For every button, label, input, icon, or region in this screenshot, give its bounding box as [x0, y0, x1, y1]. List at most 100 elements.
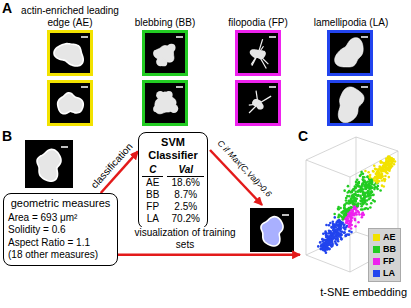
data-point — [367, 185, 370, 188]
data-point — [329, 236, 332, 239]
micrograph-ground — [250, 208, 294, 252]
data-point — [340, 238, 343, 241]
class-frame — [237, 82, 280, 125]
data-point — [325, 224, 328, 227]
data-point — [372, 170, 375, 173]
cell — [58, 93, 84, 114]
cell — [54, 44, 83, 66]
micrograph-ground — [235, 80, 281, 126]
micrograph-ground — [47, 30, 93, 76]
data-point — [367, 208, 370, 211]
data-point — [358, 185, 361, 188]
data-point — [385, 171, 388, 174]
data-point — [336, 244, 339, 247]
data-point — [347, 185, 350, 188]
data-point — [352, 189, 355, 192]
data-point — [338, 213, 341, 216]
cell — [37, 149, 61, 181]
arrow-label: C if Max(C,Val)>0.6 — [214, 138, 273, 200]
data-point — [328, 224, 331, 227]
data-point — [350, 206, 353, 209]
data-point — [370, 191, 373, 194]
micrograph-ground — [47, 80, 93, 126]
data-point — [336, 224, 339, 227]
legend-row: AE — [373, 231, 396, 243]
micrograph-ground — [327, 80, 373, 126]
data-point — [345, 199, 348, 202]
panel-letter: B — [2, 128, 12, 144]
data-point — [321, 243, 324, 246]
data-point — [343, 204, 346, 207]
data-point — [320, 248, 323, 251]
data-point — [359, 200, 362, 203]
data-point — [336, 229, 339, 232]
data-point — [360, 208, 363, 211]
data-point — [350, 206, 353, 209]
data-point — [343, 209, 346, 212]
data-point — [346, 208, 349, 211]
data-point — [339, 227, 342, 230]
box-heading: geometric measures — [8, 197, 113, 210]
axis-line — [306, 232, 356, 255]
data-point — [388, 160, 391, 163]
data-point — [325, 241, 328, 244]
data-point — [334, 240, 337, 243]
data-point — [354, 197, 357, 200]
data-point — [379, 166, 382, 169]
data-point — [347, 208, 350, 211]
data-point — [345, 213, 348, 216]
data-point — [385, 157, 388, 160]
data-point — [321, 244, 324, 247]
panel-letter: A — [2, 0, 12, 16]
micrograph-ground — [142, 30, 188, 76]
data-point — [361, 214, 364, 217]
bleb — [170, 104, 179, 113]
table-cell: FP — [142, 201, 163, 213]
data-point — [380, 176, 383, 179]
class-frame — [237, 32, 280, 75]
data-point — [348, 195, 351, 198]
data-point — [371, 186, 374, 189]
class-caption: filopodia (FP) — [210, 2, 306, 28]
data-point — [350, 217, 353, 220]
data-point — [332, 229, 335, 232]
cell — [153, 91, 178, 114]
micrograph — [142, 80, 188, 126]
data-point — [362, 172, 365, 175]
data-point — [356, 179, 359, 182]
data-point — [320, 248, 323, 251]
data-point — [348, 226, 351, 229]
data-point — [391, 157, 394, 160]
measures-box: geometric measuresArea = 693 μm²Solidity… — [3, 193, 118, 266]
data-point — [322, 243, 325, 246]
data-point — [385, 168, 388, 171]
data-point — [356, 204, 359, 207]
data-point — [323, 246, 326, 249]
edge-label: classification — [88, 140, 136, 192]
data-point — [354, 185, 357, 188]
data-point — [349, 202, 352, 205]
class-caption: blebbing (BB) — [117, 2, 213, 28]
cell — [249, 91, 271, 113]
data-point — [317, 245, 320, 248]
data-point — [376, 168, 379, 171]
classifier-box: SVM ClassifierCValAE18.6%BB8.7%FP2.5%LA7… — [138, 132, 208, 229]
data-point — [387, 156, 390, 159]
data-point — [346, 208, 349, 211]
data-point — [371, 183, 374, 186]
data-point — [354, 219, 357, 222]
data-point — [375, 179, 378, 182]
table-cell: 8.7% — [167, 189, 204, 201]
data-point — [352, 188, 355, 191]
edge-label: visualization of training sets — [125, 227, 245, 251]
data-point — [388, 159, 391, 162]
data-point — [354, 200, 357, 203]
data-point — [365, 183, 368, 186]
data-point — [354, 199, 357, 202]
class-frame — [329, 82, 372, 125]
data-point — [357, 204, 360, 207]
micrograph — [327, 30, 373, 76]
data-point — [357, 221, 360, 224]
cell-body — [252, 99, 264, 110]
data-point — [329, 243, 332, 246]
